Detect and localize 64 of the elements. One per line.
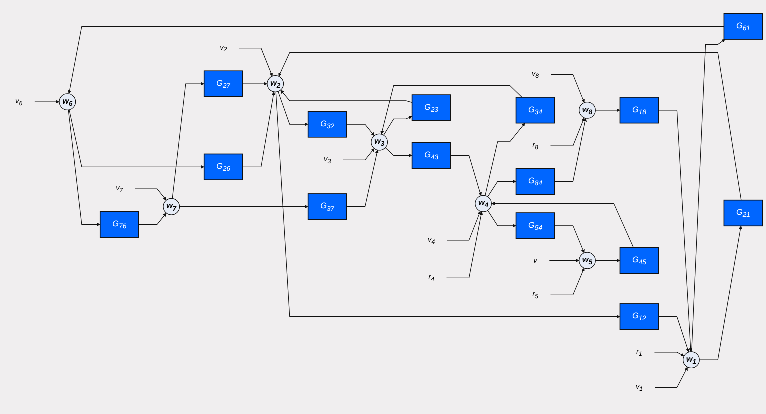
node-box: G$_{27}$ [204,70,244,98]
arrow [699,226,742,360]
arrow [550,268,585,296]
arrow [550,118,585,146]
node-circle: w$_{3}$ [371,134,388,151]
arrow [658,316,690,353]
arrow [595,258,620,263]
node-circle: w$_{5}$ [579,252,596,270]
arrow [135,188,167,201]
arrow [278,91,308,126]
node-box: G$_{34}$ [516,97,556,124]
arrow [138,213,167,225]
node-box: G$_{37}$ [308,194,348,220]
arrow [450,155,482,196]
arrow [346,124,375,136]
node-box: G$_{45}$ [620,247,660,274]
arrow [554,226,585,254]
arrow [488,210,516,228]
node-circle: w$_{2}$ [267,76,284,92]
node-box: G$_{12}$ [620,304,660,330]
arrow [447,211,482,241]
arrow [172,82,205,200]
arrow [658,110,693,352]
arrow [34,100,60,104]
node-box: G$_{61}$ [724,13,764,40]
arrow [488,180,516,198]
node-circle: w$_{8}$ [579,102,596,119]
arrow [68,110,101,226]
node-box: G$_{32}$ [308,111,348,138]
arrow [492,202,634,248]
node-box: G$_{18}$ [620,97,660,124]
arrow [239,48,274,77]
node-box: G$_{43}$ [412,142,452,169]
node-box: G$_{84}$ [516,168,556,195]
arrow [655,367,688,388]
node-box: G$_{23}$ [412,94,452,122]
arrow [278,52,742,201]
node-circle: w$_{4}$ [475,195,492,212]
arrow [346,150,379,208]
node-circle: w$_{7}$ [163,198,180,216]
arrow [554,118,588,182]
node-circle: w$_{6}$ [59,94,76,110]
node-box: G$_{76}$ [100,211,140,238]
arrow [276,92,620,319]
arrow [69,110,205,169]
node-box: G$_{54}$ [516,212,556,240]
node-box: G$_{21}$ [724,200,764,227]
arrow [380,86,522,135]
node-box: G$_{26}$ [204,154,244,180]
arrow [549,258,580,263]
arrow [280,90,413,103]
arrow [551,74,585,103]
arrow [485,123,526,196]
arrow [446,212,484,278]
node-circle: w$_{1}$ [683,352,700,369]
arrow [692,39,726,352]
arrow [179,205,308,209]
arrow [384,116,412,136]
arrow [242,82,268,86]
arrow [343,148,375,160]
arrow [595,108,620,112]
arrow [654,352,684,356]
arrow [242,92,276,168]
arrow [385,148,412,158]
